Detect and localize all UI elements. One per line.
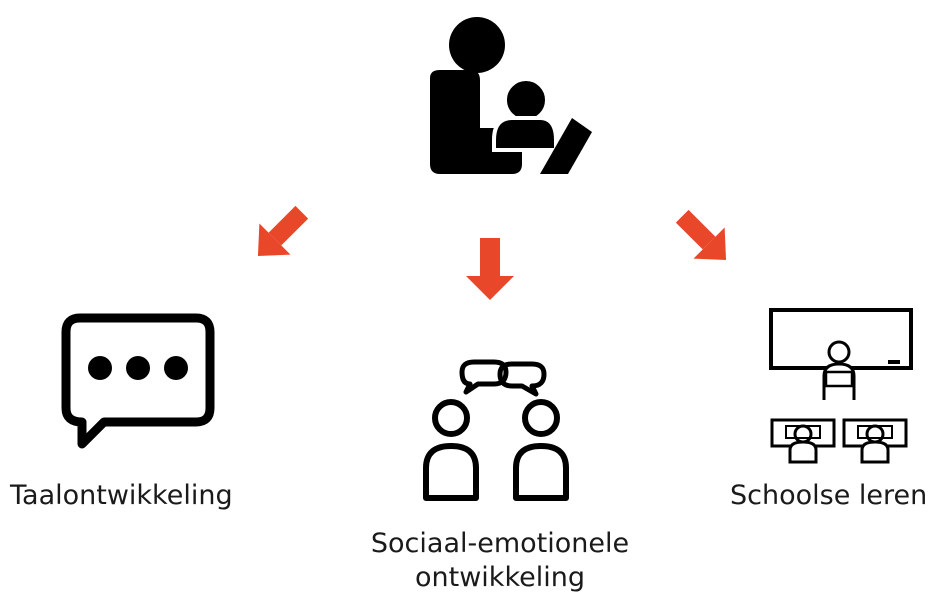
label-taalontwikkeling: Taalontwikkeling <box>10 480 233 511</box>
label-schoolse-leren: Schoolse leren <box>730 480 928 511</box>
label-sociaal-emotioneel-line1: Sociaal-emotionele <box>370 528 630 559</box>
label-sociaal-emotioneel-line2: ontwikkeling <box>415 562 585 593</box>
